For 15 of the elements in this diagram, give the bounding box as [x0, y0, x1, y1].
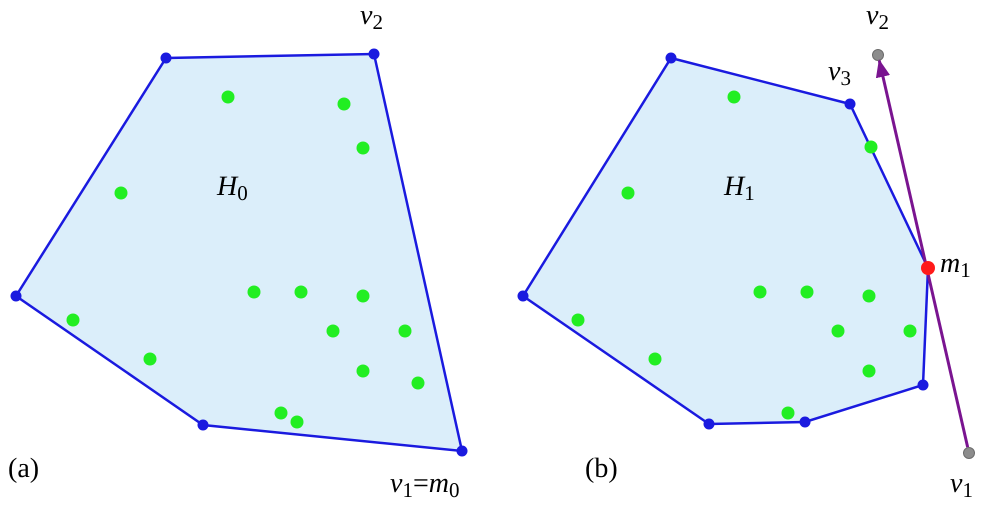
hull-region: [522, 57, 929, 425]
point-label: v$_{1}$: [950, 470, 973, 498]
region-label: H$_{1}$: [724, 173, 755, 201]
vertex-label: (a): [8, 455, 40, 483]
point-marker: [963, 447, 975, 459]
vertex-label: (b): [585, 455, 618, 483]
vertex-label: v$_{2}$: [360, 2, 383, 30]
vertex-label: m$_{1}$: [940, 250, 971, 278]
hull-region: [15, 53, 463, 452]
point-label: v$_{2}$: [866, 2, 889, 30]
arrow: [876, 59, 970, 448]
region-label: H$_{0}$: [217, 173, 248, 201]
vertex-label: v$_{1}$=m$_{0}$: [390, 470, 460, 498]
vertex-label: v$_{3}$: [828, 58, 851, 86]
point-marker: [872, 49, 884, 61]
